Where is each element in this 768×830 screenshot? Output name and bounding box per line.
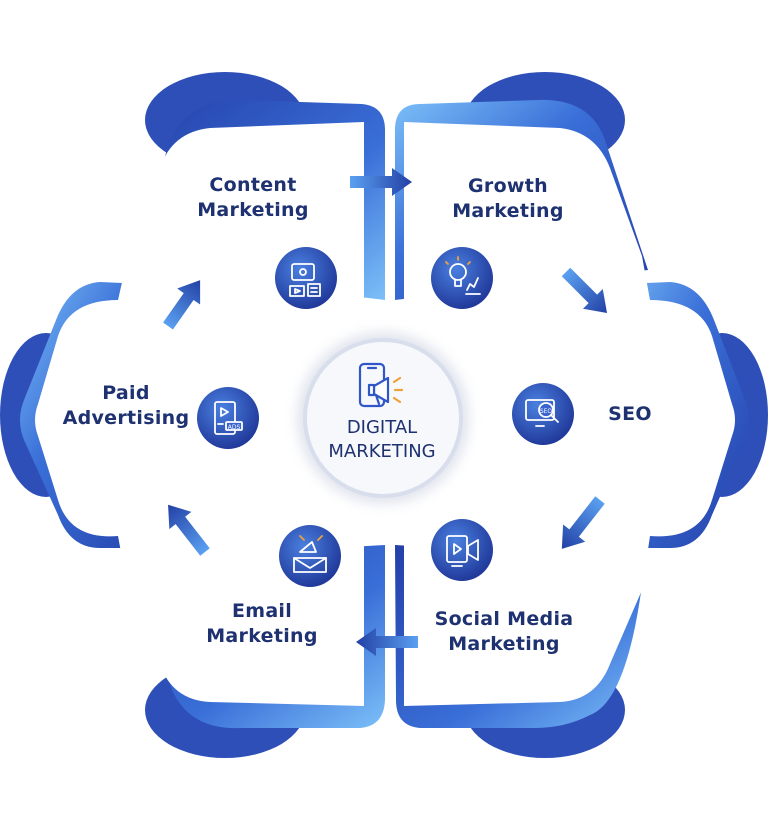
arrow-growth-to-seo: [561, 267, 608, 314]
arrow-paid-to-content: [163, 280, 201, 330]
megaphone-phone-icon: [358, 362, 404, 408]
segment-icons: SEO ADS: [197, 247, 574, 587]
email-megaphone-icon: [279, 525, 341, 587]
lightbulb-growth-icon: [431, 247, 493, 309]
arrow-seo-to-social: [561, 496, 605, 549]
video-megaphone-icon: [431, 519, 493, 581]
svg-text:SEO: SEO: [540, 408, 553, 415]
ads-tablet-icon: ADS: [197, 387, 259, 449]
arrow-social-to-email: [356, 628, 418, 656]
center-circle: [297, 332, 469, 504]
flow-arrows: [163, 168, 608, 656]
arrow-email-to-paid: [168, 504, 210, 556]
arrow-content-to-growth: [350, 168, 412, 196]
seo-monitor-icon: SEO: [512, 383, 574, 445]
segment-label-seo: SEO: [608, 403, 652, 425]
svg-text:ADS: ADS: [228, 424, 241, 431]
content-creation-icon: [275, 247, 337, 309]
